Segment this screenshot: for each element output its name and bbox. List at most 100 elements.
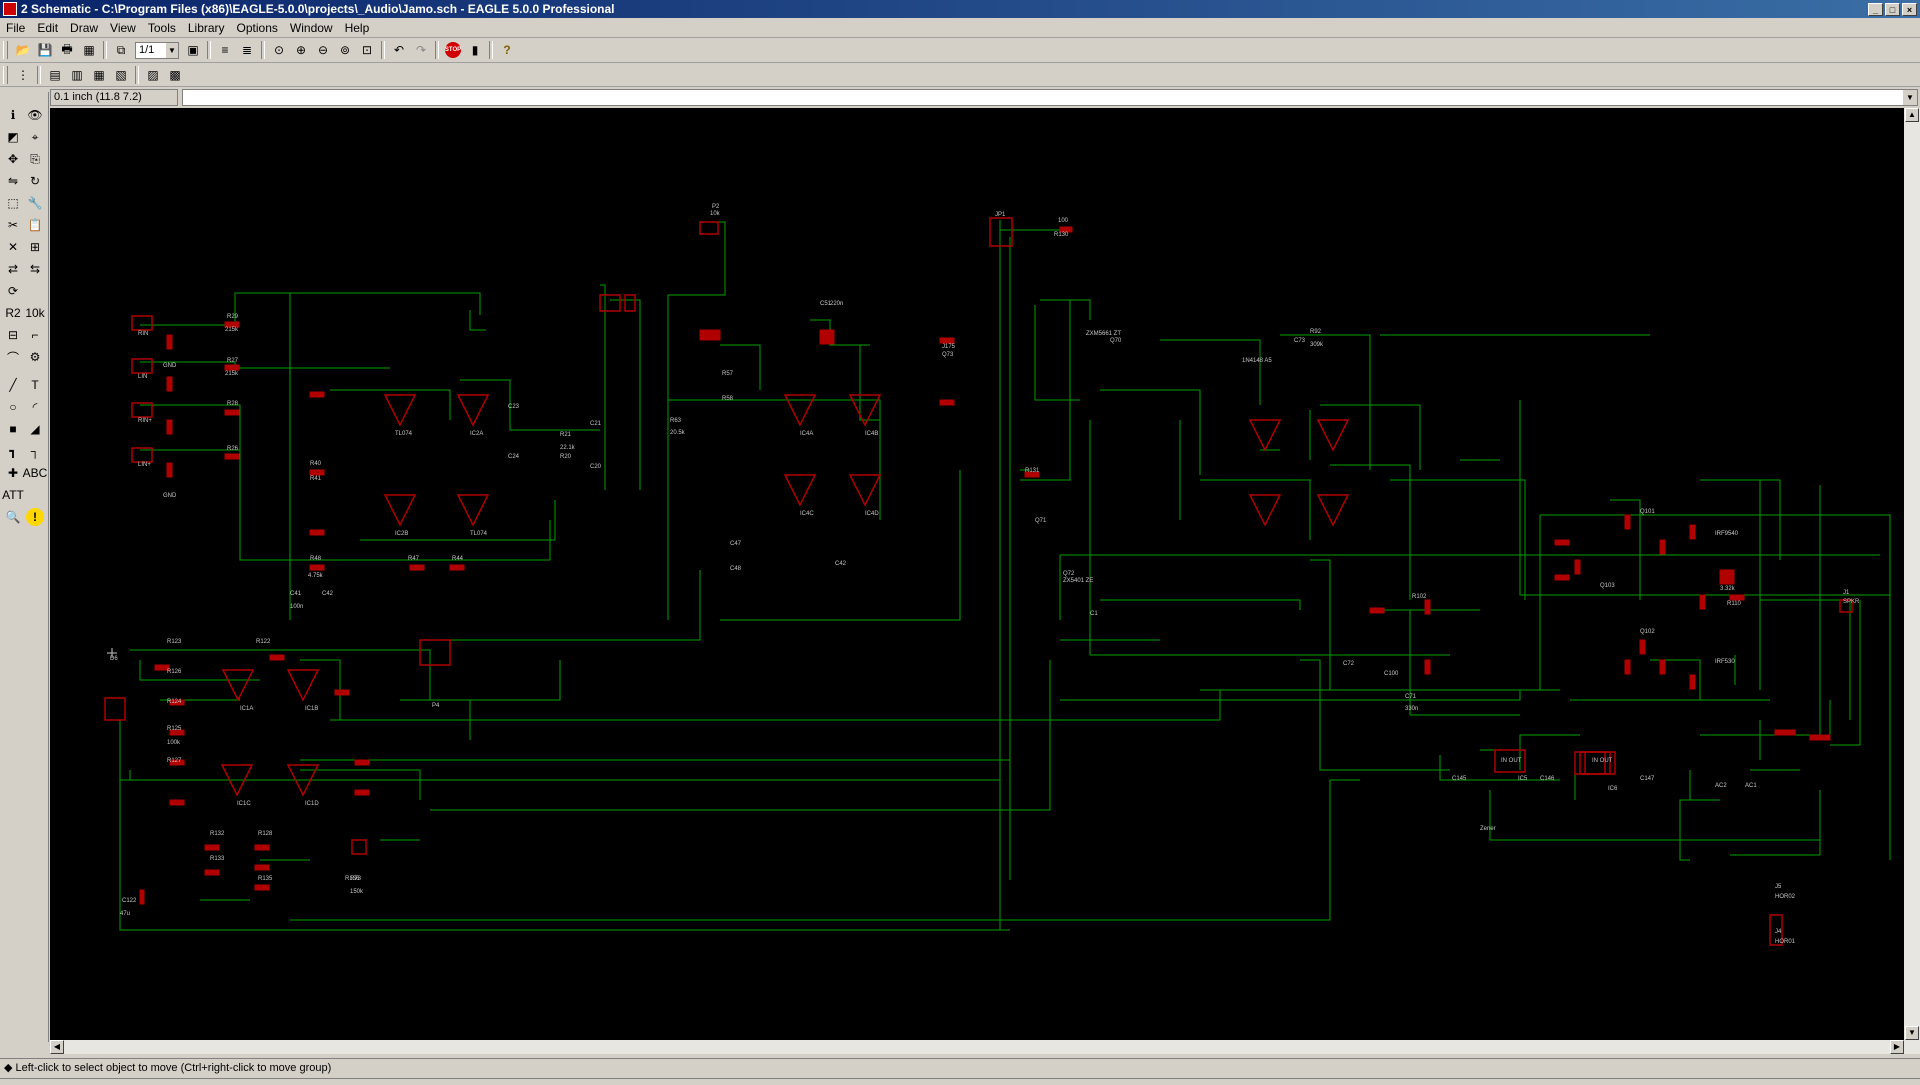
wire-icon[interactable]: ╱ [9,378,17,392]
command-input[interactable]: ▼ [182,89,1918,106]
label-215k-b: 215k [225,371,239,377]
change-icon[interactable]: 🔧 [27,196,43,210]
sheet-select[interactable]: 1/1 ▼ [135,41,179,59]
menu-draw[interactable]: Draw [70,20,99,35]
gateswap-icon[interactable]: ⇆ [29,262,41,276]
maximize-button[interactable]: □ [1885,2,1900,16]
redo-icon[interactable]: ↷ [415,43,427,57]
script-icon[interactable]: ▣ [187,43,199,57]
layout-3-icon[interactable]: ▦ [93,68,105,82]
show-icon[interactable]: 👁 [27,108,43,122]
zoom-fit-icon[interactable]: ⊙ [273,43,285,57]
layout-1-icon[interactable]: ▤ [49,68,61,82]
scroll-left-icon[interactable]: ◀ [50,1040,64,1054]
text-icon[interactable]: T [31,378,39,392]
menu-help[interactable]: Help [344,20,370,35]
menu-options[interactable]: Options [236,20,278,35]
rect-icon[interactable]: ■ [9,422,17,436]
label-r124: R124 [167,699,182,705]
bus-icon[interactable]: ┓ [9,444,17,458]
stop-button[interactable]: STOP [443,40,463,60]
zoom-select-icon[interactable]: ⊡ [361,43,373,57]
layout-5-icon[interactable]: ▨ [147,68,159,82]
mark-icon[interactable]: ⌖ [31,129,39,144]
display-icon[interactable]: ◩ [7,130,19,144]
layout-4-icon[interactable]: ▧ [115,68,127,82]
menu-library[interactable]: Library [187,20,225,35]
errors-icon[interactable]: ! [26,508,44,526]
name-icon[interactable]: R2 [5,306,21,320]
zoom-out-icon[interactable]: ⊖ [317,43,329,57]
replace-icon[interactable]: ⟳ [7,284,19,298]
paste-icon[interactable]: 📋 [27,218,43,232]
add-icon[interactable]: ⊞ [29,240,41,254]
board-switch-icon[interactable]: ▦ [83,43,95,57]
scroll-down-icon[interactable]: ▼ [1905,1026,1919,1040]
zoom-in-icon[interactable]: ⊕ [295,43,307,57]
schematic-canvas[interactable]: R29 215k R27 215k R28 R26 RIN LIN RIN+ L… [50,108,1904,1040]
menu-edit[interactable]: Edit [37,20,59,35]
label-ic6: IC6 [1608,786,1618,792]
value-icon[interactable]: 10k [25,306,45,320]
chevron-down-icon[interactable]: ▼ [1903,90,1917,105]
label-r58: R58 [722,396,734,402]
redraw-icon[interactable]: ⊚ [339,43,351,57]
scroll-right-icon[interactable]: ▶ [1890,1040,1904,1054]
move-icon[interactable]: ✥ [7,152,19,166]
vertical-scrollbar[interactable]: ▲ ▼ [1904,108,1920,1040]
menu-view[interactable]: View [110,20,136,35]
erc-icon[interactable]: 🔍 [5,510,21,524]
label-r133: R133 [210,856,225,862]
polygon-icon[interactable]: ◢ [30,422,40,436]
rotate-icon[interactable]: ↻ [29,174,41,188]
copy-icon[interactable]: ⎘ [30,151,40,166]
invoke-icon[interactable]: ⚙ [29,350,41,364]
label-icon[interactable]: ABC [22,466,48,480]
sheet-icon[interactable]: ⧉ [116,42,126,57]
undo-icon[interactable]: ↶ [393,43,405,57]
print-icon[interactable]: 🖶 [61,41,73,56]
info-icon[interactable]: ℹ [10,108,16,122]
miter-icon[interactable]: ⌐ [31,328,39,342]
minimize-button[interactable]: _ [1868,2,1883,16]
scr-icon[interactable]: ≡ [221,43,229,57]
ulp-icon[interactable]: ≣ [241,43,253,57]
circle-icon[interactable]: ○ [9,400,17,414]
net-icon[interactable]: ┐ [30,444,40,458]
mirror-icon[interactable]: ⇋ [7,174,19,188]
label-irf9540: IRF9540 [1715,531,1739,537]
pinswap-icon[interactable]: ⇄ [7,262,19,276]
delete-icon[interactable]: ✕ [7,240,19,254]
grid-icon[interactable]: ⋮ [17,68,29,82]
attribute-icon[interactable]: ATT [2,488,24,502]
label-r136: R136 [345,876,360,882]
smash-icon[interactable]: ⊟ [7,328,19,342]
layout-6-icon[interactable]: ▩ [169,68,181,82]
group-icon[interactable]: ⬚ [7,196,19,210]
layout-2-icon[interactable]: ▥ [71,68,83,82]
junction-icon[interactable]: ✚ [7,466,19,480]
horizontal-scrollbar[interactable]: ◀ ▶ [50,1040,1920,1054]
arc-icon[interactable]: ◜ [32,400,38,414]
label-j175: J175 [942,344,956,350]
cut-icon[interactable]: ✂ [7,218,19,232]
scroll-up-icon[interactable]: ▲ [1905,108,1919,122]
menu-bar: File Edit Draw View Tools Library Option… [0,18,1920,38]
close-button[interactable]: × [1902,2,1917,16]
help-button[interactable]: ? [503,43,511,57]
label-c51: C51 [820,301,832,307]
chevron-down-icon[interactable]: ▼ [166,42,178,58]
go-icon[interactable]: ▮ [471,43,479,57]
menu-tools[interactable]: Tools [147,20,176,35]
open-icon[interactable]: 📂 [15,43,31,57]
menu-window[interactable]: Window [289,20,333,35]
split-icon[interactable]: ⌒ [6,350,19,365]
label-r21: R21 [560,432,572,438]
menu-file[interactable]: File [6,20,26,35]
label-c145: C145 [1452,776,1467,782]
label-47u: 47u [120,911,130,917]
toolbar-separator [435,41,439,59]
save-icon[interactable]: 💾 [37,43,53,57]
toolbar-separator [207,41,211,59]
label-ic1d: IC1D [305,801,319,807]
